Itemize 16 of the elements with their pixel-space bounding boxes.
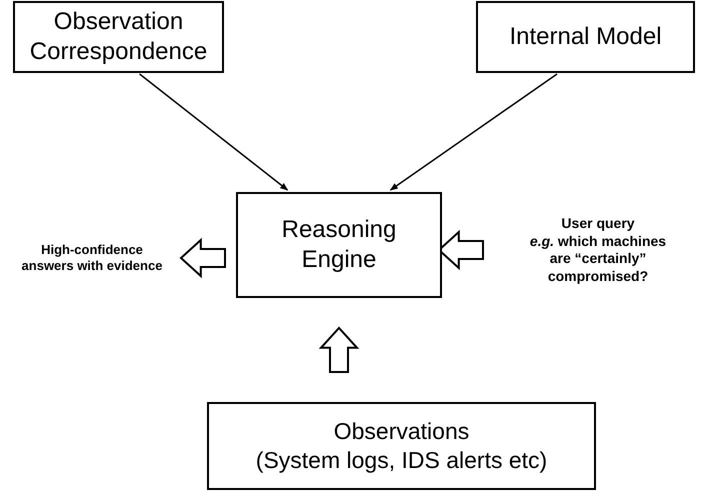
process-box [236,192,442,298]
box-label: Observation Correspondence [28,7,208,67]
process-box [207,402,596,490]
block-arrow [318,326,360,373]
box-label: Observations [334,417,470,446]
arrow [390,73,558,191]
process-box [476,1,695,73]
annotation-text: e.g. which machines are “certainly” compromised? [528,232,668,285]
process-box [13,1,224,73]
box-label: Reasoning Engine [280,215,398,275]
annotation-text: User query [561,215,635,232]
arrow [139,73,288,191]
block-arrow [180,238,226,278]
annotation-text: High-confidence answers with evidence [20,242,164,274]
box-label: (System logs, IDS alerts etc) [256,446,548,475]
box-label: Internal Model [509,22,662,52]
